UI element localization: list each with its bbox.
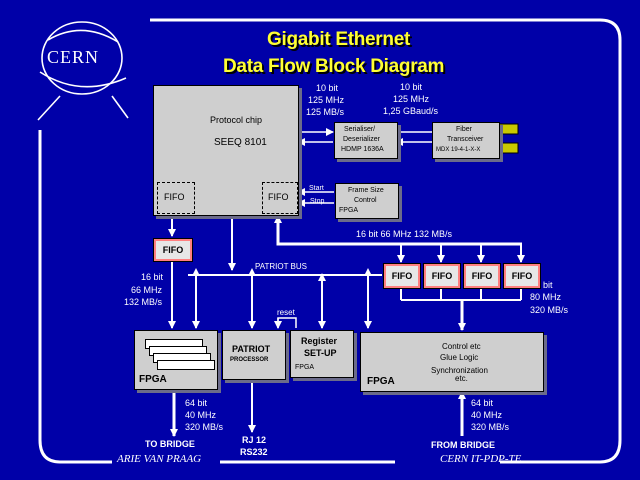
fiber-transceiver-block: Fiber Transceiver MDX 19-4-1-X-X xyxy=(432,122,500,159)
fiber-connector-top xyxy=(497,123,519,135)
fpga-right-line-3: Synchronization xyxy=(431,366,488,375)
fpga-right-block: Control etc Glue Logic Synchronization e… xyxy=(360,332,544,392)
fpga-left-block: FPGA xyxy=(134,330,218,390)
protocol-chip-part: SEEQ 8101 xyxy=(214,137,267,148)
footer-author: ARIE VAN PRAAG xyxy=(117,453,202,465)
serdes-out-bits: 10 bit xyxy=(400,82,423,92)
fiber-connector-bottom xyxy=(497,142,519,154)
right-in-clock: 40 MHz xyxy=(471,410,503,420)
left-bus-rate: 132 MB/s xyxy=(124,297,163,307)
bus-16bit-label: 16 bit 66 MHz 132 MB/s xyxy=(356,229,453,239)
to-bridge-label: TO BRIDGE xyxy=(145,439,195,449)
serdes-out-rate: 1,25 GBaud/s xyxy=(383,106,439,116)
serdes-line-1: Serialiser/ xyxy=(344,126,376,133)
frame-size-line-2: Control xyxy=(354,197,377,204)
start-label: Start xyxy=(309,185,324,192)
patriot-processor-block: PATRIOT PROCESSOR xyxy=(222,330,286,380)
left-out-rate: 320 MB/s xyxy=(185,422,224,432)
protocol-chip-label: Protocol chip xyxy=(210,115,263,125)
patriot-line-1: PATRIOT xyxy=(232,344,271,354)
fpga-left-label: FPGA xyxy=(139,374,167,385)
patriot-bus-label: PATRIOT BUS xyxy=(255,262,308,271)
fiber-line-2: Transceiver xyxy=(447,136,484,143)
fpga-right-line-1: Control etc xyxy=(442,342,481,351)
patriot-line-2: PROCESSOR xyxy=(230,357,269,363)
register-setup-block: Register SET-UP FPGA xyxy=(290,330,354,378)
serdes-line-2: Deserializer xyxy=(343,136,380,143)
fifo-row-2: FIFO xyxy=(423,263,461,289)
right-bus-bits: bit xyxy=(543,280,553,290)
frame-size-control-block: Frame Size Control FPGA xyxy=(335,183,399,219)
right-in-bits: 64 bit xyxy=(471,398,494,408)
reset-label: reset xyxy=(277,308,295,317)
register-line-1: Register xyxy=(301,336,338,346)
serdes-in-clock: 125 MHz xyxy=(308,95,345,105)
left-out-clock: 40 MHz xyxy=(185,410,217,420)
cern-logo-text: CERN xyxy=(47,47,100,67)
left-bus-bits: 16 bit xyxy=(141,272,164,282)
protocol-fifo-left: FIFO xyxy=(157,182,195,214)
serdes-block: Serialiser/ Deserializer HDMP 1636A xyxy=(334,122,398,159)
page-frame xyxy=(38,18,622,464)
fpga-right-line-2: Glue Logic xyxy=(440,353,479,362)
rs232-label: RS232 xyxy=(240,447,268,457)
cern-logo-rings xyxy=(37,21,129,121)
register-line-3: FPGA xyxy=(295,364,315,371)
fifo-row-1: FIFO xyxy=(383,263,421,289)
protocol-fifo-left-label: FIFO xyxy=(164,192,185,202)
protocol-fifo-right: FIFO xyxy=(262,182,298,214)
title-line-1: Gigabit Ethernet xyxy=(267,29,410,50)
serdes-in-rate: 125 MB/s xyxy=(306,107,345,117)
rj12-label: RJ 12 xyxy=(242,435,267,445)
fifo-left: FIFO xyxy=(153,238,193,262)
from-bridge-label: FROM BRIDGE xyxy=(431,440,495,450)
footer-group: CERN IT-PDP-TE xyxy=(440,453,522,465)
fiber-line-1: Fiber xyxy=(456,126,472,133)
fifo-row-4: FIFO xyxy=(503,263,541,289)
title-line-2: Data Flow Block Diagram xyxy=(223,56,445,77)
fifo-row-3: FIFO xyxy=(463,263,501,289)
protocol-chip-block: Protocol chip SEEQ 8101 FIFO FIFO xyxy=(153,85,299,216)
fiber-line-3: MDX 19-4-1-X-X xyxy=(436,147,481,153)
serdes-in-bits: 10 bit xyxy=(316,83,339,93)
fpga-card-stack xyxy=(145,339,215,370)
protocol-fifo-right-label: FIFO xyxy=(268,192,289,202)
left-bus-clock: 66 MHz xyxy=(131,285,163,295)
stop-label: Stop xyxy=(310,198,325,205)
right-bus-rate: 320 MB/s xyxy=(530,305,569,315)
left-out-bits: 64 bit xyxy=(185,398,208,408)
frame-size-line-3: FPGA xyxy=(339,207,359,214)
serdes-line-3: HDMP 1636A xyxy=(341,146,384,153)
serdes-out-clock: 125 MHz xyxy=(393,94,430,104)
right-bus-clock: 80 MHz xyxy=(530,292,562,302)
frame-size-line-1: Frame Size xyxy=(348,187,384,194)
register-line-2: SET-UP xyxy=(304,348,337,358)
right-in-rate: 320 MB/s xyxy=(471,422,510,432)
fpga-right-line-4: etc. xyxy=(455,374,468,383)
fpga-right-label: FPGA xyxy=(367,376,395,387)
